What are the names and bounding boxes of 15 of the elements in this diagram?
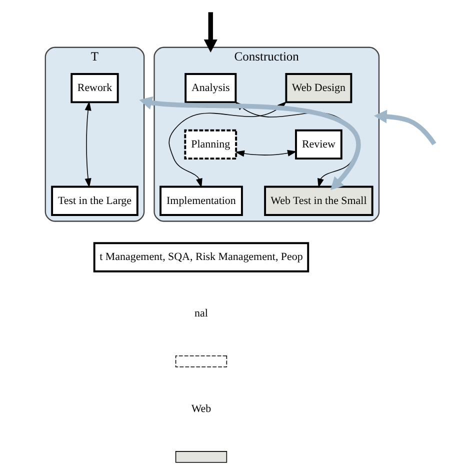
node-box: Test in the Large — [51, 186, 138, 216]
arrow — [374, 110, 436, 146]
legend-label: nal — [194, 308, 208, 320]
node-box: Analysis — [184, 73, 237, 104]
node-box: Web Test in the Small — [264, 186, 374, 216]
node-box: Web Design — [285, 73, 352, 104]
node-box: Review — [295, 129, 342, 160]
arrow — [204, 12, 218, 52]
node-box: Implementation — [160, 186, 243, 216]
arrow — [234, 150, 297, 157]
arrow — [84, 101, 92, 188]
node-box: t Management, SQA, Risk Management, Peop — [93, 242, 310, 272]
legend-label: Web — [191, 403, 212, 416]
node-box: Planning — [184, 129, 238, 160]
node-box: Rework — [70, 73, 119, 104]
